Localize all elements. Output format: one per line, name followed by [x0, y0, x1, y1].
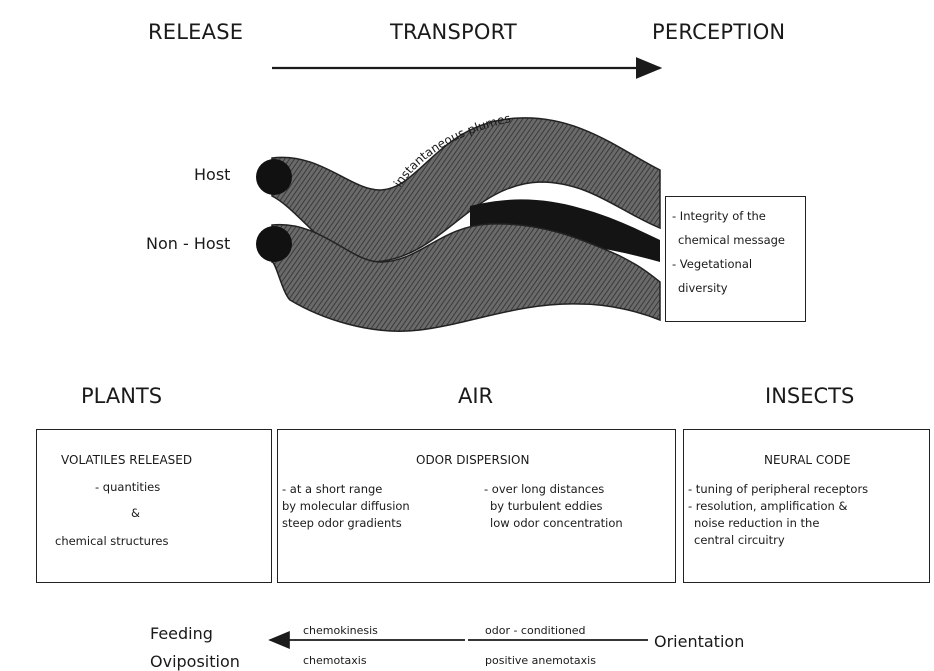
message-line-4: diversity — [678, 281, 728, 295]
plants-title: VOLATILES RELEASED — [61, 453, 192, 467]
host-source-circle — [256, 159, 292, 195]
insects-line-3: noise reduction in the — [694, 516, 819, 530]
insects-line-4: central circuitry — [694, 533, 785, 547]
feeding-label: Feeding — [150, 624, 213, 643]
air-left-3: steep odor gradients — [282, 516, 402, 530]
chemokinesis-label: chemokinesis — [303, 624, 378, 637]
message-line-1: - Integrity of the — [672, 209, 766, 223]
positive-anemotaxis-label: positive anemotaxis — [485, 654, 596, 667]
plants-line-1: - quantities — [95, 480, 160, 494]
heading-air: AIR — [458, 384, 493, 408]
air-title: ODOR DISPERSION — [416, 453, 529, 467]
heading-insects: INSECTS — [765, 384, 854, 408]
air-right-2: by turbulent eddies — [490, 499, 603, 513]
plants-box: VOLATILES RELEASED - quantities & chemic… — [36, 429, 272, 583]
message-box: - Integrity of the chemical message - Ve… — [665, 196, 806, 322]
air-right-1: - over long distances — [484, 482, 604, 496]
insects-line-1: - tuning of peripheral receptors — [688, 482, 868, 496]
message-line-3: - Vegetational — [672, 257, 752, 271]
insects-title: NEURAL CODE — [764, 453, 851, 467]
plants-line-2: & — [131, 506, 140, 520]
air-box: ODOR DISPERSION - at a short range by mo… — [277, 429, 676, 583]
air-left-1: - at a short range — [282, 482, 382, 496]
air-right-3: low odor concentration — [490, 516, 623, 530]
oviposition-label: Oviposition — [150, 652, 240, 671]
odor-conditioned-label: odor - conditioned — [485, 624, 586, 637]
non-host-source-circle — [256, 226, 292, 262]
air-left-2: by molecular diffusion — [282, 499, 410, 513]
non-host-label: Non - Host — [146, 234, 230, 253]
plants-line-3: chemical structures — [55, 534, 168, 548]
orientation-label: Orientation — [654, 632, 744, 651]
chemotaxis-label: chemotaxis — [303, 654, 367, 667]
heading-plants: PLANTS — [81, 384, 162, 408]
message-line-2: chemical message — [678, 233, 785, 247]
host-label: Host — [194, 165, 230, 184]
insects-box: NEURAL CODE - tuning of peripheral recep… — [683, 429, 930, 583]
insects-line-2: - resolution, amplification & — [688, 499, 847, 513]
